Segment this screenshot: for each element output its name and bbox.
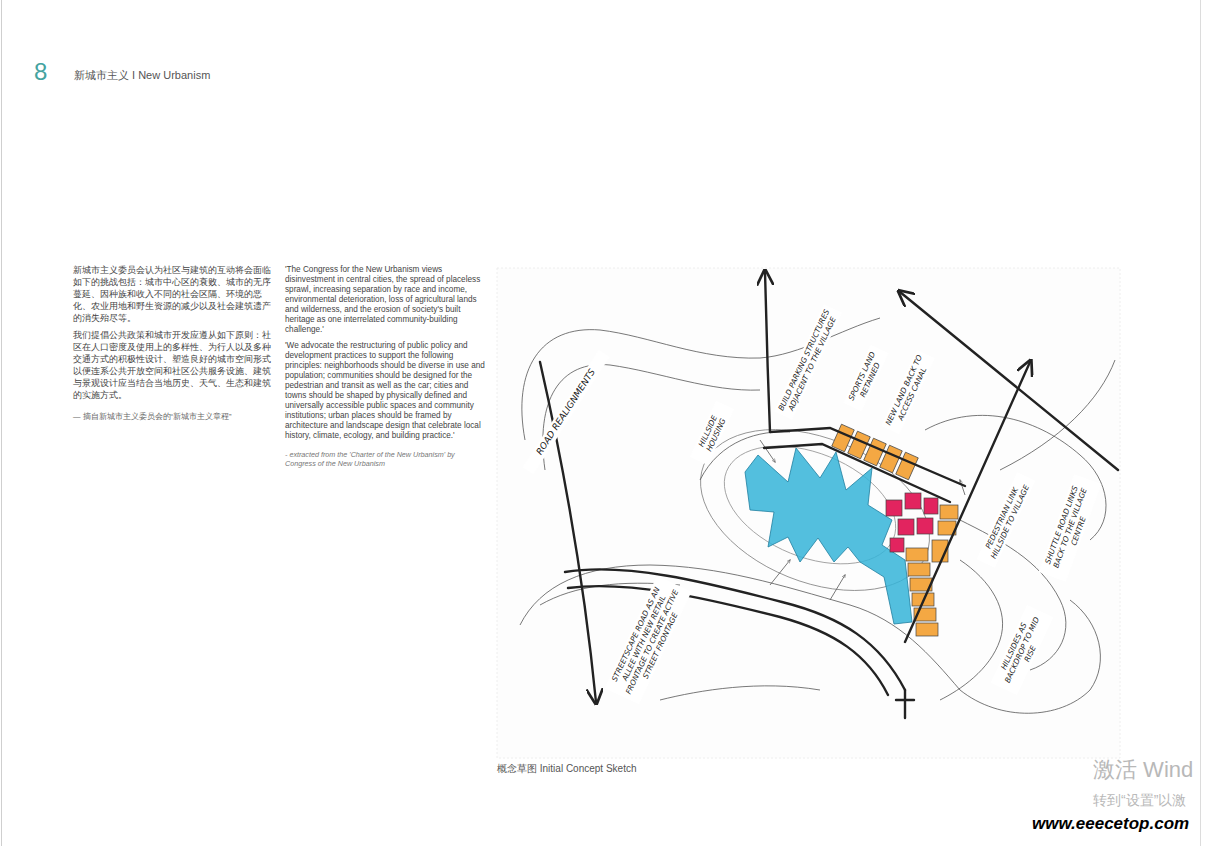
- page-number: 8: [34, 58, 47, 87]
- quote-paragraph: 'The Congress for the New Urbanism views…: [285, 265, 490, 335]
- chinese-paragraph: 我们提倡公共政策和城市开发应遵从如下原则：社区在人口密度及使用上的多样性、为行人…: [73, 330, 273, 401]
- page-edge: [1, 0, 2, 846]
- watermark: 转到“设置”以激: [1093, 792, 1186, 809]
- site-contours: [520, 318, 1115, 713]
- quote-paragraph: 'We advocate the restructuring of public…: [285, 341, 490, 441]
- roads: [540, 272, 1118, 718]
- watermark: www.eeecetop.com: [1032, 814, 1189, 834]
- watermark: 激活 Wind: [1093, 757, 1193, 783]
- sketch-frame: [497, 268, 1120, 758]
- page-edge: [1200, 0, 1201, 846]
- source-note: — 摘自新城市主义委员会的“新城市主义章程”: [73, 412, 273, 422]
- chinese-paragraph: 新城市主义委员会认为社区与建筑的互动将会面临如下的挑战包括：城市中心区的衰败、城…: [73, 265, 273, 324]
- figure-caption: 概念草图 Initial Concept Sketch: [497, 763, 637, 775]
- source-note: - extracted from the 'Charter of the New…: [285, 450, 485, 468]
- village-centre-blocks: [886, 493, 938, 552]
- page-header: 新城市主义 I New Urbanism: [74, 69, 210, 82]
